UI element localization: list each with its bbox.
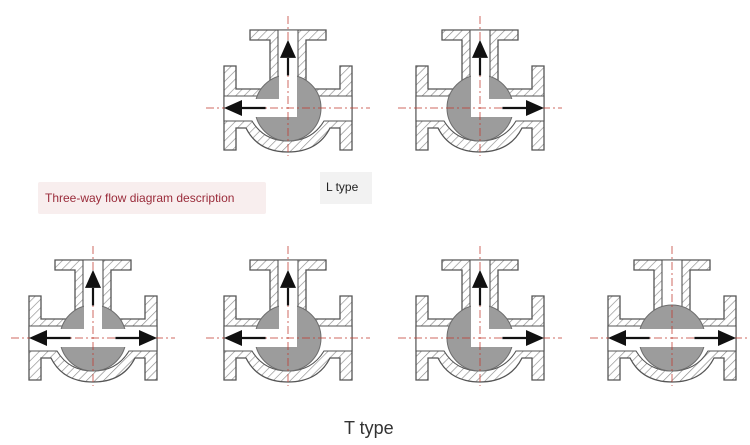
flow-arrowhead-up — [280, 39, 296, 58]
flow-arrowhead-right — [139, 330, 157, 346]
caption-box: Three-way flow diagram description — [38, 182, 266, 214]
flow-arrowhead-right — [718, 330, 736, 346]
flow-arrowhead-left — [608, 330, 626, 346]
flow-diagram-caption: Three-way flow diagram description — [45, 191, 235, 205]
t-type-valve-2 — [206, 246, 370, 386]
l-type-valve-1 — [206, 16, 370, 156]
flow-arrowhead-up — [472, 39, 488, 58]
flow-arrowhead-up — [85, 269, 101, 288]
flow-arrowhead-left — [224, 330, 242, 346]
t-type-valve-1 — [11, 246, 175, 386]
ball-port-horizontal — [471, 99, 515, 117]
flow-arrowhead-up — [280, 269, 296, 288]
ball-port-horizontal — [471, 329, 515, 347]
l-type-label-box: L type — [320, 172, 372, 204]
t-type-valve-3 — [398, 246, 562, 386]
flow-arrowhead-left — [29, 330, 47, 346]
t-type-valve-4 — [590, 246, 750, 386]
flow-arrowhead-left — [224, 100, 242, 116]
l-type-label: L type — [326, 180, 359, 194]
flow-arrowhead-up — [472, 269, 488, 288]
t-type-label: T type — [344, 418, 394, 438]
flow-arrowhead-right — [526, 100, 544, 116]
flow-arrowhead-right — [526, 330, 544, 346]
l-type-valve-2 — [398, 16, 562, 156]
